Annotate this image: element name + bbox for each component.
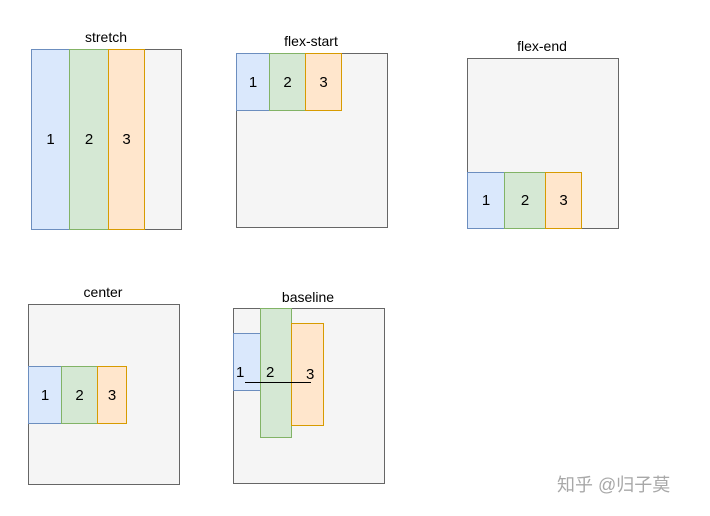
- item-2: 2: [69, 49, 109, 230]
- item-label: 3: [306, 366, 315, 383]
- item-2: 2: [61, 366, 98, 424]
- item-1: 1: [31, 49, 70, 230]
- container-baseline: 1 2 3: [233, 308, 385, 484]
- item-label: 2: [266, 364, 275, 381]
- container-flex-start: 1 2 3: [236, 53, 388, 228]
- panel-title-flex-end: flex-end: [517, 38, 567, 54]
- item-3: 3: [97, 366, 127, 424]
- item-3: 3: [108, 49, 145, 230]
- panel-title-flex-start: flex-start: [284, 33, 338, 49]
- panel-title-stretch: stretch: [84, 29, 127, 45]
- item-1: 1: [467, 172, 505, 229]
- panel-title-center: center: [83, 284, 123, 300]
- baseline-line: [245, 382, 311, 383]
- item-3: 3: [305, 53, 342, 111]
- item-2: 2: [269, 53, 306, 111]
- container-center: 1 2 3: [28, 304, 180, 485]
- watermark: 知乎 @归子莫: [557, 475, 671, 495]
- item-2: 2: [260, 308, 292, 438]
- item-1: 1: [236, 53, 270, 111]
- item-3: 3: [291, 323, 324, 426]
- item-1: 1: [28, 366, 62, 424]
- panel-title-baseline: baseline: [281, 289, 335, 305]
- item-3: 3: [545, 172, 582, 229]
- item-1: 1: [233, 333, 261, 391]
- item-2: 2: [504, 172, 546, 229]
- container-flex-end: 1 2 3: [467, 58, 619, 229]
- item-label: 1: [236, 364, 245, 381]
- container-stretch: 1 2 3: [31, 49, 182, 230]
